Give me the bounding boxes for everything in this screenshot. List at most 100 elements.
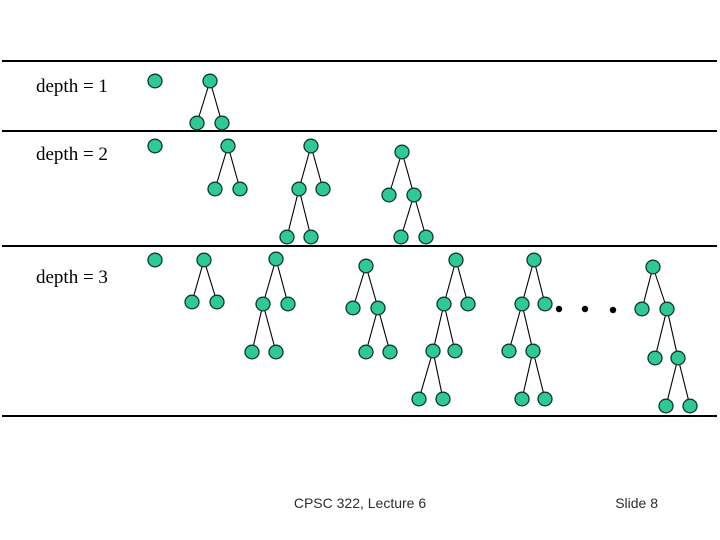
tree-node	[381, 187, 397, 203]
tree-node	[184, 294, 200, 310]
tree-node	[525, 343, 541, 359]
tree-node	[514, 391, 530, 407]
tree-edge	[533, 259, 546, 305]
tree-node	[315, 181, 331, 197]
tree-edge	[262, 303, 277, 353]
tree-node	[682, 398, 698, 414]
tree-edge	[677, 357, 691, 407]
search-tree-row-3	[501, 252, 553, 407]
tree-edge	[521, 259, 535, 305]
tree-edge	[275, 258, 289, 305]
tree-node	[406, 187, 422, 203]
tree-edge	[665, 357, 679, 407]
tree-node	[147, 252, 163, 268]
tree-edge	[365, 307, 379, 353]
tree-node	[514, 296, 530, 312]
ellipsis-dot	[581, 305, 589, 313]
tree-node	[382, 344, 398, 360]
tree-node	[291, 181, 307, 197]
tree-node	[214, 115, 230, 131]
tree-node	[358, 258, 374, 274]
tree-node	[268, 344, 284, 360]
search-tree-row-1	[189, 73, 230, 131]
tree-node	[147, 138, 163, 154]
search-tree-row-1	[147, 73, 163, 89]
tree-edge	[521, 303, 534, 352]
tree-node	[425, 343, 441, 359]
tree-node	[394, 144, 410, 160]
tree-node	[202, 73, 218, 89]
tree-node	[645, 259, 661, 275]
tree-node	[268, 251, 284, 267]
tree-edge	[521, 350, 534, 400]
tree-node	[418, 229, 434, 245]
tree-edge	[432, 303, 445, 352]
search-tree-row-3	[184, 252, 225, 310]
tree-node	[659, 301, 675, 317]
row-label-depth-2: depth = 2	[36, 144, 108, 165]
tree-node	[196, 252, 212, 268]
tree-node	[209, 294, 225, 310]
tree-edge	[455, 259, 469, 305]
tree-edge	[432, 350, 444, 400]
separator-line-after-depth-1	[2, 130, 717, 132]
search-tree-row-2	[279, 138, 331, 245]
tree-edge	[298, 188, 312, 238]
ellipsis-dot	[609, 306, 617, 314]
tree-node	[537, 296, 553, 312]
search-tree-row-3	[244, 251, 296, 360]
tree-node	[232, 181, 248, 197]
search-tree-row-2	[381, 144, 434, 245]
tree-edge	[262, 258, 277, 305]
tree-node	[670, 350, 686, 366]
tree-node	[370, 300, 386, 316]
tree-node	[393, 229, 409, 245]
tree-node	[358, 344, 374, 360]
search-tree-row-3	[634, 259, 698, 414]
tree-edge	[251, 303, 264, 353]
tree-node	[460, 296, 476, 312]
tree-node	[345, 300, 361, 316]
tree-edge	[508, 303, 523, 352]
tree-node	[207, 181, 223, 197]
search-tree-row-2	[147, 138, 163, 154]
tree-edge	[214, 145, 229, 190]
tree-node	[220, 138, 236, 154]
search-tree-row-3	[345, 258, 398, 360]
tree-node	[436, 296, 452, 312]
tree-node	[303, 229, 319, 245]
tree-node	[147, 73, 163, 89]
tree-node	[447, 343, 463, 359]
tree-node	[647, 350, 663, 366]
tree-node	[255, 296, 271, 312]
tree-edge	[443, 303, 456, 352]
separator-line-after-depth-3	[2, 415, 717, 417]
tree-edge	[418, 350, 434, 400]
search-tree-row-3	[147, 252, 163, 268]
tree-edge	[377, 307, 391, 353]
tree-node	[244, 344, 260, 360]
tree-node	[501, 343, 517, 359]
footer-slide-number: Slide 8	[615, 495, 658, 511]
row-label-depth-3: depth = 3	[36, 267, 108, 288]
tree-edge	[443, 259, 457, 305]
tree-node	[279, 229, 295, 245]
tree-node	[537, 391, 553, 407]
row-label-depth-1: depth = 1	[36, 76, 108, 97]
tree-node	[189, 115, 205, 131]
tree-node	[658, 398, 674, 414]
separator-line-top	[2, 60, 717, 62]
tree-node	[303, 138, 319, 154]
tree-node	[526, 252, 542, 268]
search-tree-row-3	[411, 252, 476, 407]
tree-node	[634, 301, 650, 317]
tree-edge	[654, 308, 668, 359]
tree-edge	[666, 308, 679, 359]
ellipsis-dot	[555, 305, 563, 313]
tree-node	[411, 391, 427, 407]
tree-edge	[388, 151, 403, 196]
tree-node	[280, 296, 296, 312]
tree-edge	[286, 188, 300, 238]
